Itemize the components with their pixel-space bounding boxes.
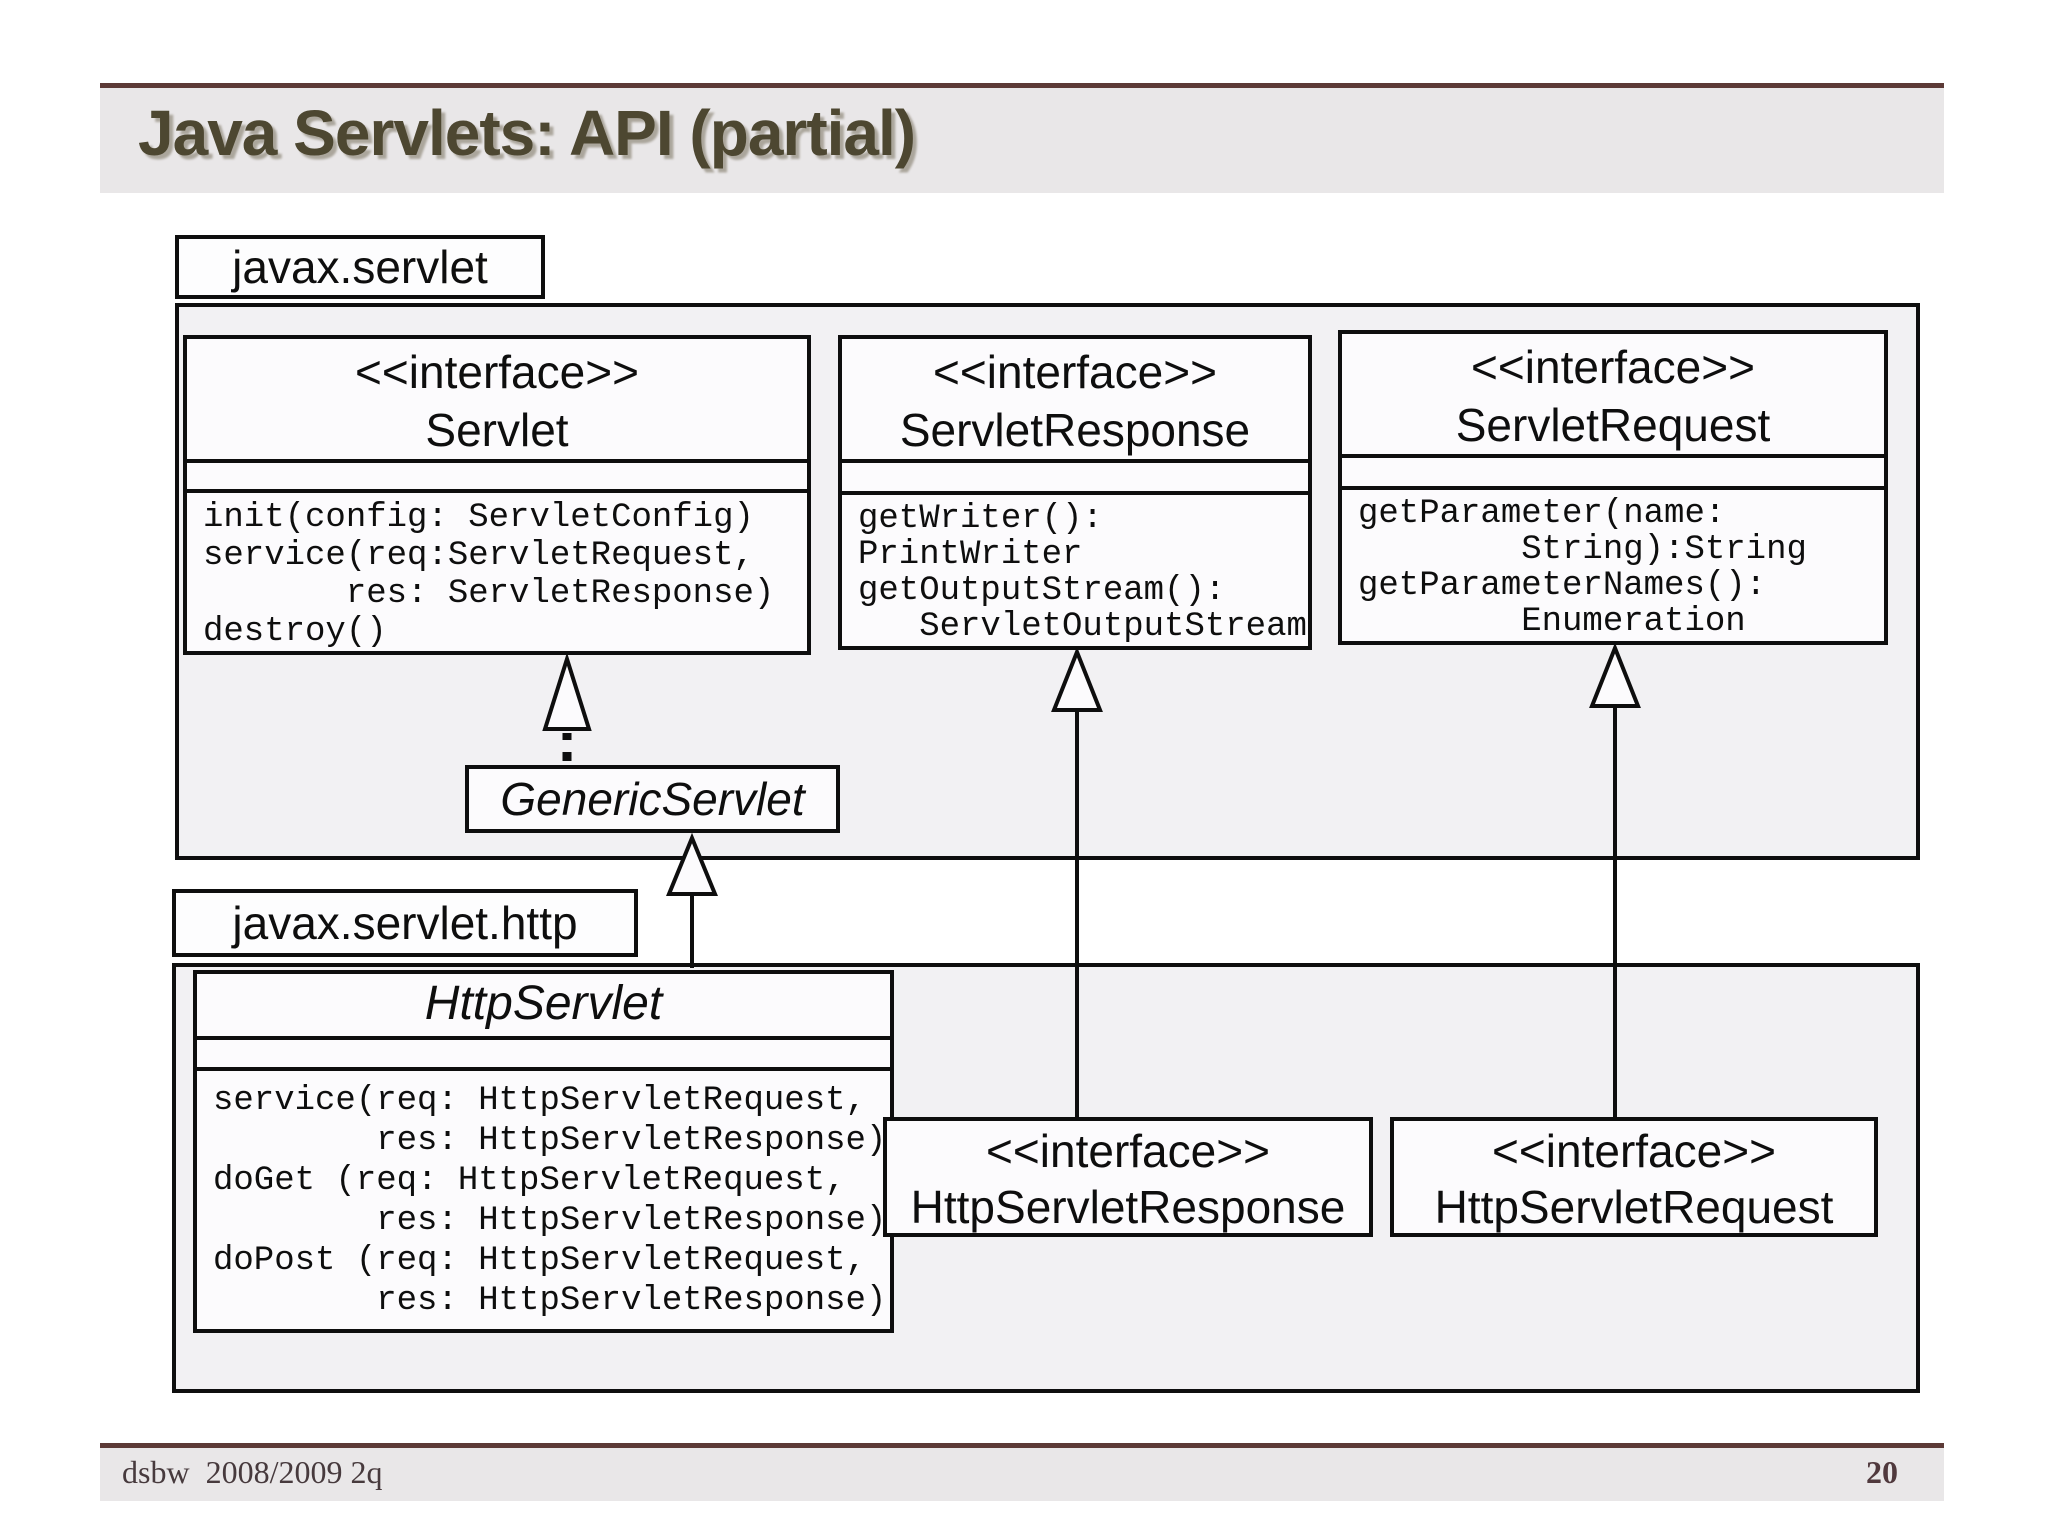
class-attrs-httpservlet bbox=[197, 1040, 890, 1071]
class-box-httpservletrequest: <<interface>> HttpServletRequest bbox=[1390, 1117, 1878, 1237]
package-label-text: javax.servlet bbox=[232, 241, 488, 293]
class-stereotype: <<interface>> bbox=[1471, 341, 1755, 393]
class-title-servletresponse: <<interface>> ServletResponse bbox=[842, 339, 1308, 463]
class-title-httpservlet: HttpServlet bbox=[197, 974, 890, 1040]
package-label-javax-servlet: javax.servlet bbox=[175, 235, 545, 299]
method-line: getParameter(name: bbox=[1358, 495, 1726, 533]
class-attrs-servletrequest bbox=[1342, 458, 1884, 490]
method-line: service(req:ServletRequest, bbox=[203, 537, 754, 575]
method-line: doGet (req: HttpServletRequest, bbox=[213, 1162, 846, 1200]
header-rule bbox=[100, 83, 1944, 88]
class-name: Servlet bbox=[425, 404, 569, 456]
footer-page-number: 20 bbox=[1866, 1454, 1898, 1490]
package-label-javax-servlet-http: javax.servlet.http bbox=[172, 889, 638, 957]
class-box-genericservlet: GenericServlet bbox=[465, 765, 840, 833]
class-box-httpservlet: HttpServlet service(req: HttpServletRequ… bbox=[193, 970, 894, 1333]
method-line: getWriter(): bbox=[858, 500, 1103, 538]
method-line: destroy() bbox=[203, 613, 387, 651]
method-line: getParameterNames(): bbox=[1358, 567, 1767, 605]
class-name: ServletRequest bbox=[1455, 399, 1771, 451]
class-box-servlet: <<interface>> Servlet init(config: Servl… bbox=[183, 335, 811, 655]
method-line: doPost (req: HttpServletRequest, bbox=[213, 1242, 866, 1280]
slide-title: Java Servlets: API (partial) bbox=[138, 97, 916, 169]
method-line: getOutputStream(): bbox=[858, 572, 1226, 610]
header-band bbox=[100, 88, 1944, 193]
method-line: res: HttpServletResponse) bbox=[213, 1202, 887, 1240]
method-line: String):String bbox=[1358, 531, 1807, 569]
class-title-httpservletrequest: <<interface>> HttpServletRequest bbox=[1394, 1121, 1874, 1235]
footer-rule bbox=[100, 1443, 1944, 1448]
class-title-servlet: <<interface>> Servlet bbox=[187, 339, 807, 463]
footer-course-label: dsbw 2008/2009 2q bbox=[122, 1454, 383, 1490]
class-box-servletresponse: <<interface>> ServletResponse getWriter(… bbox=[838, 335, 1312, 650]
class-stereotype: <<interface>> bbox=[986, 1125, 1270, 1177]
class-name: GenericServlet bbox=[500, 773, 805, 825]
class-stereotype: <<interface>> bbox=[1492, 1125, 1776, 1177]
method-line: res: HttpServletResponse) bbox=[213, 1122, 887, 1160]
class-methods-servlet: init(config: ServletConfig) service(req:… bbox=[187, 493, 807, 651]
method-line: Enumeration bbox=[1358, 603, 1746, 641]
class-methods-servletresponse: getWriter(): PrintWriter getOutputStream… bbox=[842, 495, 1308, 646]
class-methods-httpservlet: service(req: HttpServletRequest, res: Ht… bbox=[197, 1071, 890, 1329]
class-name: HttpServletResponse bbox=[910, 1181, 1346, 1233]
class-box-httpservletresponse: <<interface>> HttpServletResponse bbox=[883, 1117, 1373, 1237]
method-line: ServletOutputStream bbox=[858, 608, 1307, 646]
class-stereotype: <<interface>> bbox=[355, 346, 639, 398]
class-title-httpservletresponse: <<interface>> HttpServletResponse bbox=[887, 1121, 1369, 1235]
class-methods-servletrequest: getParameter(name: String):String getPar… bbox=[1342, 490, 1884, 641]
package-label-text: javax.servlet.http bbox=[232, 897, 578, 949]
class-title-servletrequest: <<interface>> ServletRequest bbox=[1342, 334, 1884, 458]
footer-band bbox=[100, 1448, 1944, 1501]
class-name: HttpServletRequest bbox=[1434, 1181, 1834, 1233]
method-line: PrintWriter bbox=[858, 536, 1083, 574]
method-line: res: HttpServletResponse) bbox=[213, 1282, 887, 1320]
method-line: service(req: HttpServletRequest, bbox=[213, 1082, 866, 1120]
class-name: ServletResponse bbox=[899, 404, 1251, 456]
class-box-servletrequest: <<interface>> ServletRequest getParamete… bbox=[1338, 330, 1888, 645]
method-line: res: ServletResponse) bbox=[203, 575, 775, 613]
class-attrs-servletresponse bbox=[842, 463, 1308, 495]
method-line: init(config: ServletConfig) bbox=[203, 499, 754, 537]
class-name: HttpServlet bbox=[424, 977, 663, 1030]
class-attrs-servlet bbox=[187, 463, 807, 493]
class-stereotype: <<interface>> bbox=[933, 346, 1217, 398]
